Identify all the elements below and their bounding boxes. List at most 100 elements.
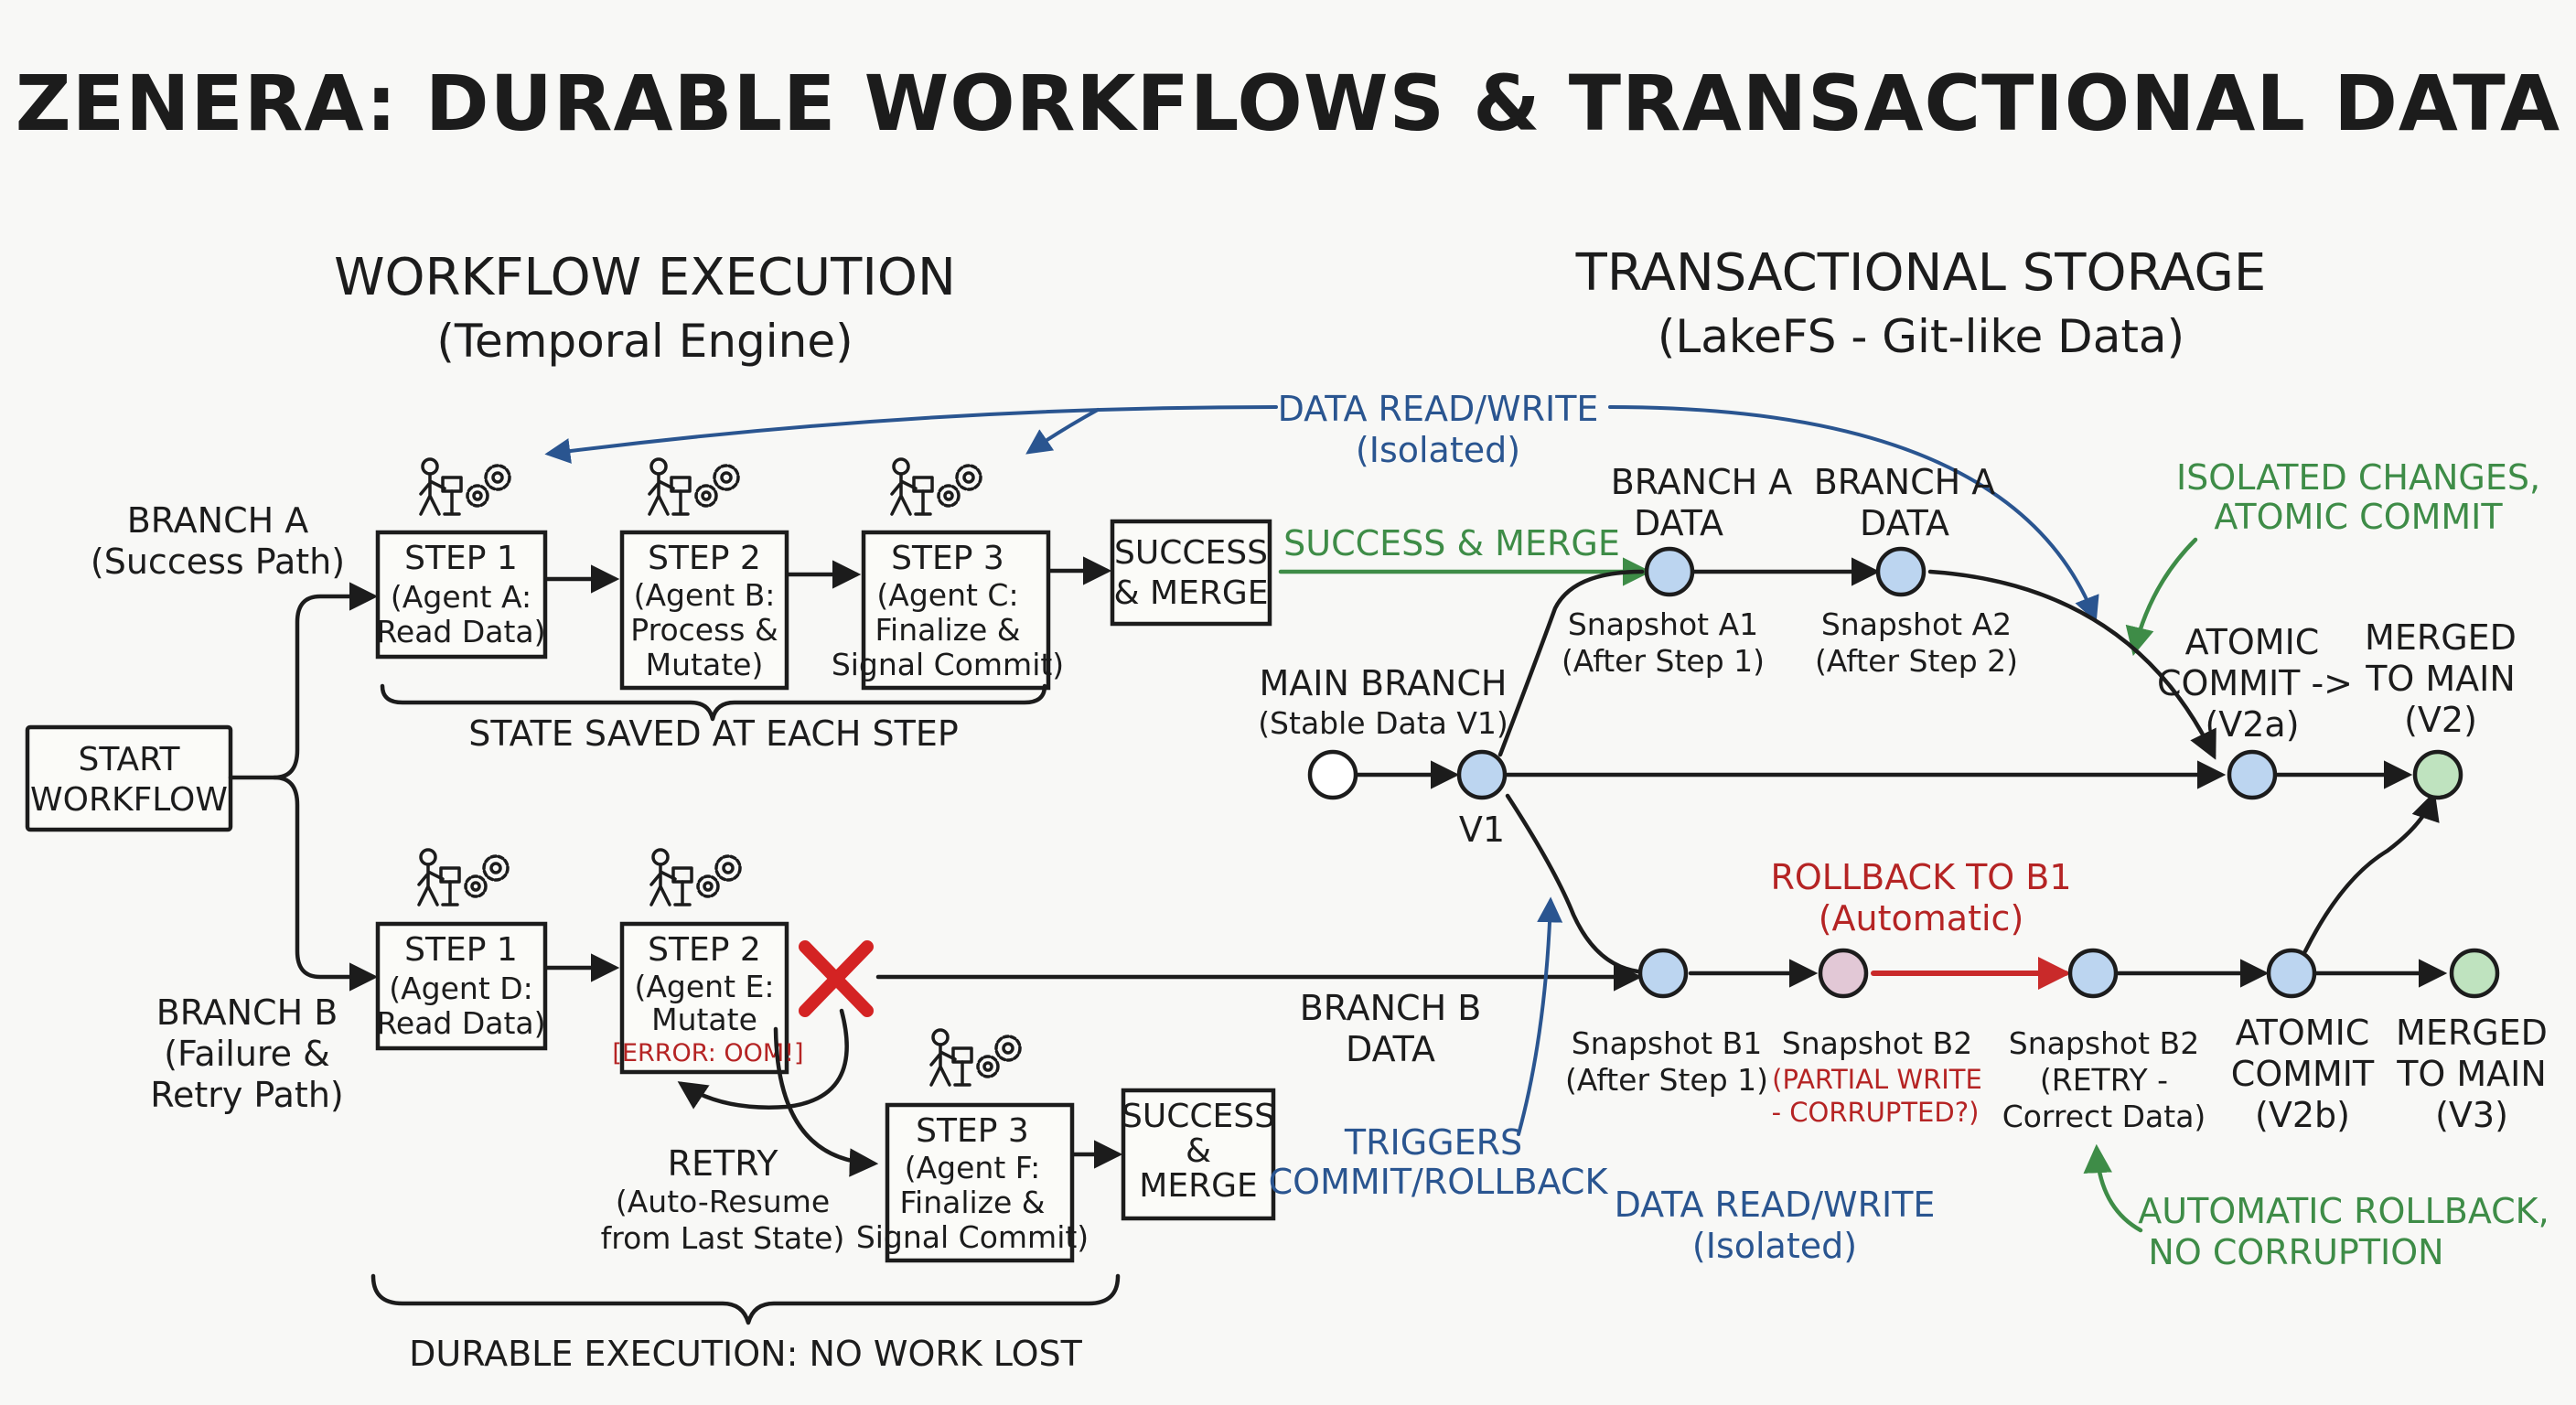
branch-b-step-1: STEP 1 (Agent D: Read Data)	[375, 921, 548, 1051]
svg-text:(Agent F:: (Agent F:	[905, 1150, 1041, 1185]
svg-text:(Agent B:: (Agent B:	[634, 577, 776, 613]
isolated-changes-arrow	[2125, 537, 2198, 657]
svg-text:(Agent A:: (Agent A:	[391, 579, 531, 615]
atomic-commit-a-label: ATOMIC	[2185, 622, 2320, 662]
atomic-commit-b-node	[2266, 948, 2317, 999]
svg-text:(Agent E:: (Agent E:	[634, 969, 774, 1004]
retry-loop-arrow	[677, 1008, 849, 1110]
branch-a-step-3: STEP 3 (Agent C: Finalize & Signal Commi…	[832, 530, 1064, 691]
svg-text:SUCCESS: SUCCESS	[1122, 1098, 1275, 1135]
brace	[380, 683, 1047, 722]
svg-text:SUCCESS: SUCCESS	[1114, 534, 1268, 572]
merge-b-to-main-line	[2302, 791, 2440, 954]
agent-gear-icon	[929, 1028, 1022, 1087]
merged-main-b-node	[2449, 948, 2500, 999]
snapshot-a2-sublabel: (After Step 2)	[1815, 643, 2018, 679]
svg-text:Signal Commit): Signal Commit)	[856, 1219, 1089, 1255]
svg-text:(Agent D:: (Agent D:	[389, 971, 533, 1006]
start-label-2: WORKFLOW	[30, 781, 228, 819]
branch-b-data-sublabel: DATA	[1346, 1029, 1435, 1069]
svg-text:Read Data): Read Data)	[376, 614, 545, 649]
data-rw-top-sublabel: (Isolated)	[1356, 430, 1520, 470]
svg-text:MERGE: MERGE	[1139, 1167, 1257, 1205]
error-x-icon	[799, 940, 874, 1017]
svg-text:STEP 1: STEP 1	[404, 540, 518, 577]
svg-text:Finalize &: Finalize &	[875, 612, 1020, 648]
snapshot-b1-label: Snapshot B1	[1572, 1025, 1762, 1061]
rollback-label: ROLLBACK TO B1	[1770, 857, 2071, 897]
triggers-sublabel: COMMIT/ROLLBACK	[1269, 1162, 1609, 1202]
snapshot-b2-label: Snapshot B2	[1782, 1025, 1972, 1061]
main-branch-label: MAIN BRANCH	[1260, 663, 1508, 703]
snapshot-b2-retry-node	[2067, 948, 2119, 999]
svg-text:STEP 3: STEP 3	[916, 1112, 1029, 1150]
svg-text:STEP 3: STEP 3	[891, 540, 1004, 577]
branch-a-fork-line	[1497, 569, 1645, 757]
start-workflow-box: START WORKFLOW	[25, 724, 233, 832]
storage-subheading: (LakeFS - Git-like Data)	[1658, 310, 2184, 363]
svg-text:STEP 2: STEP 2	[648, 540, 761, 577]
brace-label-b: DURABLE EXECUTION: NO WORK LOST	[409, 1334, 1082, 1374]
snapshot-b2-node	[1818, 948, 1869, 999]
atomic-commit-b-version: (V2b)	[2255, 1095, 2350, 1135]
branch-a-commit-line	[1927, 569, 2216, 760]
workflow-heading: WORKFLOW EXECUTION	[334, 248, 956, 307]
atomic-commit-b-label: ATOMIC	[2236, 1013, 2370, 1053]
storage-heading: TRANSACTIONAL STORAGE	[1575, 243, 2267, 303]
retry-sublabel-1: (Auto-Resume	[616, 1184, 830, 1219]
svg-text:&: &	[1186, 1132, 1211, 1170]
svg-text:STEP 1: STEP 1	[404, 931, 518, 969]
isolated-changes-sublabel: ATOMIC COMMIT	[2214, 497, 2503, 537]
rollback-sublabel: (Automatic)	[1819, 898, 2024, 938]
snapshot-a2-label: Snapshot A2	[1821, 606, 2012, 642]
branch-b-fork-line	[1505, 793, 1640, 974]
v1-label: V1	[1459, 810, 1505, 850]
merged-main-a-version: (V2)	[2404, 700, 2477, 740]
branch-b-step-2: STEP 2 (Agent E: Mutate [ERROR: OOM!]	[612, 921, 804, 1075]
data-rw-arrow-right	[1608, 405, 2099, 623]
merged-main-b-sublabel: TO MAIN	[2396, 1054, 2547, 1094]
v1-node	[1456, 749, 1508, 800]
data-rw-bottom-sublabel: (Isolated)	[1692, 1226, 1857, 1266]
branch-a-label: BRANCH A	[127, 500, 309, 541]
svg-text:(Agent C:: (Agent C:	[876, 577, 1018, 613]
atomic-commit-a-version: (V2a)	[2205, 704, 2299, 745]
snapshot-b2-warning-2: - CORRUPTED?)	[1772, 1097, 1980, 1128]
branch-a-data-sublabel: DATA	[1634, 503, 1723, 543]
branch-a-step-1: STEP 1 (Agent A: Read Data)	[375, 530, 548, 660]
agent-gear-icon	[890, 457, 982, 516]
snapshot-b2-retry-sublabel-1: (RETRY -	[2040, 1062, 2168, 1098]
snapshot-a2-node	[1875, 546, 1927, 597]
snapshot-b2-retry-label: Snapshot B2	[2009, 1025, 2199, 1061]
isolated-changes-label: ISOLATED CHANGES,	[2176, 457, 2540, 498]
svg-text:Read Data): Read Data)	[376, 1005, 545, 1041]
branch-a-step-2: STEP 2 (Agent B: Process & Mutate)	[619, 530, 789, 691]
branch-a-data-label-2: BRANCH A	[1814, 462, 1996, 502]
svg-text:Signal Commit): Signal Commit)	[832, 647, 1064, 682]
merged-main-a-node	[2412, 749, 2463, 800]
svg-text:& MERGE: & MERGE	[1114, 574, 1269, 612]
branch-b-sublabel-2: Retry Path)	[150, 1075, 343, 1115]
triggers-arrow	[1517, 896, 1563, 1136]
agent-gear-icon	[419, 457, 511, 516]
triggers-label: TRIGGERS	[1344, 1122, 1522, 1163]
branch-b-data-label: BRANCH B	[1300, 988, 1482, 1028]
svg-text:Mutate: Mutate	[651, 1002, 757, 1037]
auto-rollback-arrow	[2083, 1143, 2143, 1233]
fork-arrow-a	[228, 582, 379, 780]
svg-text:Finalize &: Finalize &	[899, 1185, 1045, 1220]
merged-main-b-version: (V3)	[2435, 1095, 2508, 1135]
branch-a-sublabel: (Success Path)	[91, 542, 345, 582]
svg-text:Process &: Process &	[630, 612, 778, 648]
success-merge-label: SUCCESS & MERGE	[1283, 523, 1620, 563]
snapshot-b2-warning-1: (PARTIAL WRITE	[1772, 1064, 1982, 1095]
fork-arrow-b	[272, 775, 379, 992]
data-rw-top-label: DATA READ/WRITE	[1278, 389, 1599, 429]
svg-text:Mutate): Mutate)	[646, 647, 764, 682]
brace	[370, 1273, 1121, 1325]
branch-a-success-box: SUCCESS & MERGE	[1110, 519, 1272, 627]
retry-sublabel-2: from Last State)	[601, 1220, 845, 1256]
svg-text:STEP 2: STEP 2	[648, 931, 761, 969]
retry-label: RETRY	[668, 1143, 779, 1184]
